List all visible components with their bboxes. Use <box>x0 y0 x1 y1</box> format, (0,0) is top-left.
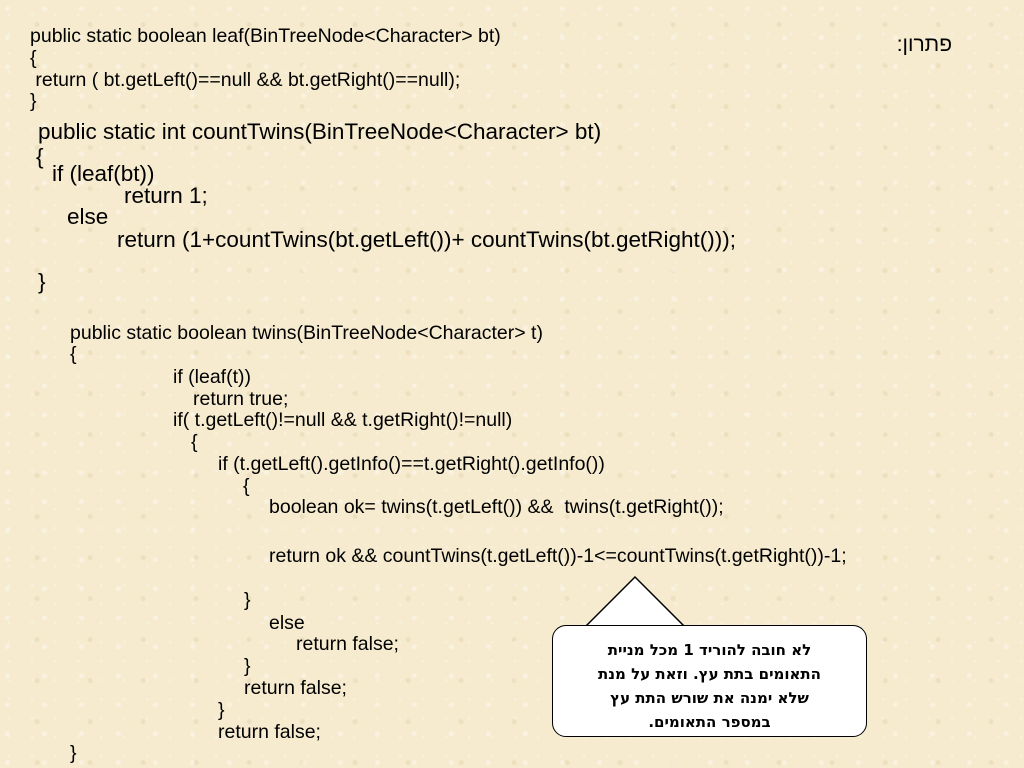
slide-title: פתרון: <box>896 33 952 56</box>
twins-close-brace-0: } <box>70 742 77 764</box>
leaf-close-brace: } <box>30 90 37 112</box>
count-return-sum: return (1+countTwins(bt.getLeft())+ coun… <box>117 227 737 252</box>
twins-signature: public static boolean twins(BinTreeNode<… <box>70 322 543 344</box>
twins-return-false-2: return false; <box>244 677 347 699</box>
leaf-return: return ( bt.getLeft()==null && bt.getRig… <box>30 69 461 91</box>
twins-close-brace-2: } <box>244 655 251 677</box>
twins-if-leaf: if (leaf(t)) <box>173 366 251 388</box>
twins-close-brace-3: } <box>244 589 251 611</box>
count-signature: public static int countTwins(BinTreeNode… <box>38 119 602 144</box>
count-close-brace: } <box>38 269 46 294</box>
twins-return-false-1: return false; <box>296 633 399 655</box>
callout-line-2: התאומים בתת עץ. וזאת על מנת <box>598 665 821 683</box>
twins-open-brace-2: { <box>191 431 198 453</box>
callout-box: לא חובה להוריד 1 מכל מניית התאומים בתת ע… <box>552 625 867 737</box>
callout-line-1: לא חובה להוריד 1 מכל מניית <box>607 641 812 659</box>
count-if: if (leaf(bt)) <box>52 161 155 186</box>
count-open-brace: { <box>36 144 44 169</box>
callout-pointer <box>583 575 687 628</box>
twins-return-ok: return ok && countTwins(t.getLeft())-1<=… <box>269 545 847 567</box>
twins-if-info: if (t.getLeft().getInfo()==t.getRight().… <box>218 453 605 475</box>
callout-line-3: שלא ימנה את שורש התת עץ <box>610 689 809 707</box>
twins-return-true: return true; <box>193 388 289 410</box>
leaf-open-brace: { <box>30 47 37 69</box>
count-return-one: return 1; <box>124 183 208 208</box>
twins-return-false-3: return false; <box>218 721 321 743</box>
twins-if-both: if( t.getLeft()!=null && t.getRight()!=n… <box>173 409 513 431</box>
leaf-signature: public static boolean leaf(BinTreeNode<C… <box>30 25 501 47</box>
count-else: else <box>67 204 109 229</box>
twins-close-brace-1: } <box>218 699 225 721</box>
twins-open-brace: { <box>70 343 77 365</box>
twins-open-brace-3: { <box>243 475 250 497</box>
twins-else: else <box>269 612 305 634</box>
twins-ok: boolean ok= twins(t.getLeft()) && twins(… <box>269 496 724 518</box>
callout-line-4: במספר התאומים. <box>648 713 771 731</box>
